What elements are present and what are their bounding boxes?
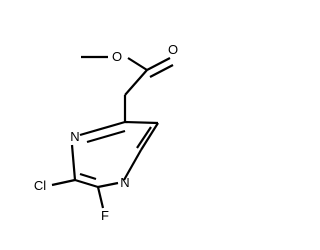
bond-ccarbonyl-oester — [127, 57, 148, 71]
bond-c2-c3-inner — [136, 126, 152, 149]
bond-ccarbonyl-up — [124, 69, 148, 96]
molecule-structure: O O N N Cl F — [34, 42, 178, 223]
bond-c6-cl — [51, 178, 76, 187]
bond-c5-c6-inner — [79, 172, 97, 181]
atom-label-n4: N — [120, 175, 129, 190]
bond-c3-n4 — [123, 149, 142, 181]
bond-c2-c3 — [140, 122, 159, 151]
atom-label-o-ester: O — [112, 49, 122, 64]
bond-n4-c5 — [97, 181, 119, 189]
bond-c6-n1 — [70, 144, 77, 181]
bond-c5-f — [96, 186, 105, 209]
bond-c-o-double-a — [146, 57, 171, 71]
atom-label-cl: Cl — [34, 178, 46, 193]
atom-label-f: F — [101, 208, 109, 223]
bond-n1-c2 — [79, 120, 126, 137]
bond-c5-c6 — [74, 178, 99, 189]
atom-label-o-carbonyl: O — [168, 42, 178, 57]
bond-c-o-double-b — [149, 64, 174, 78]
bond-n1-c2-inner — [86, 129, 126, 144]
atom-label-n1: N — [70, 129, 79, 144]
bond-c2-link — [124, 120, 159, 125]
